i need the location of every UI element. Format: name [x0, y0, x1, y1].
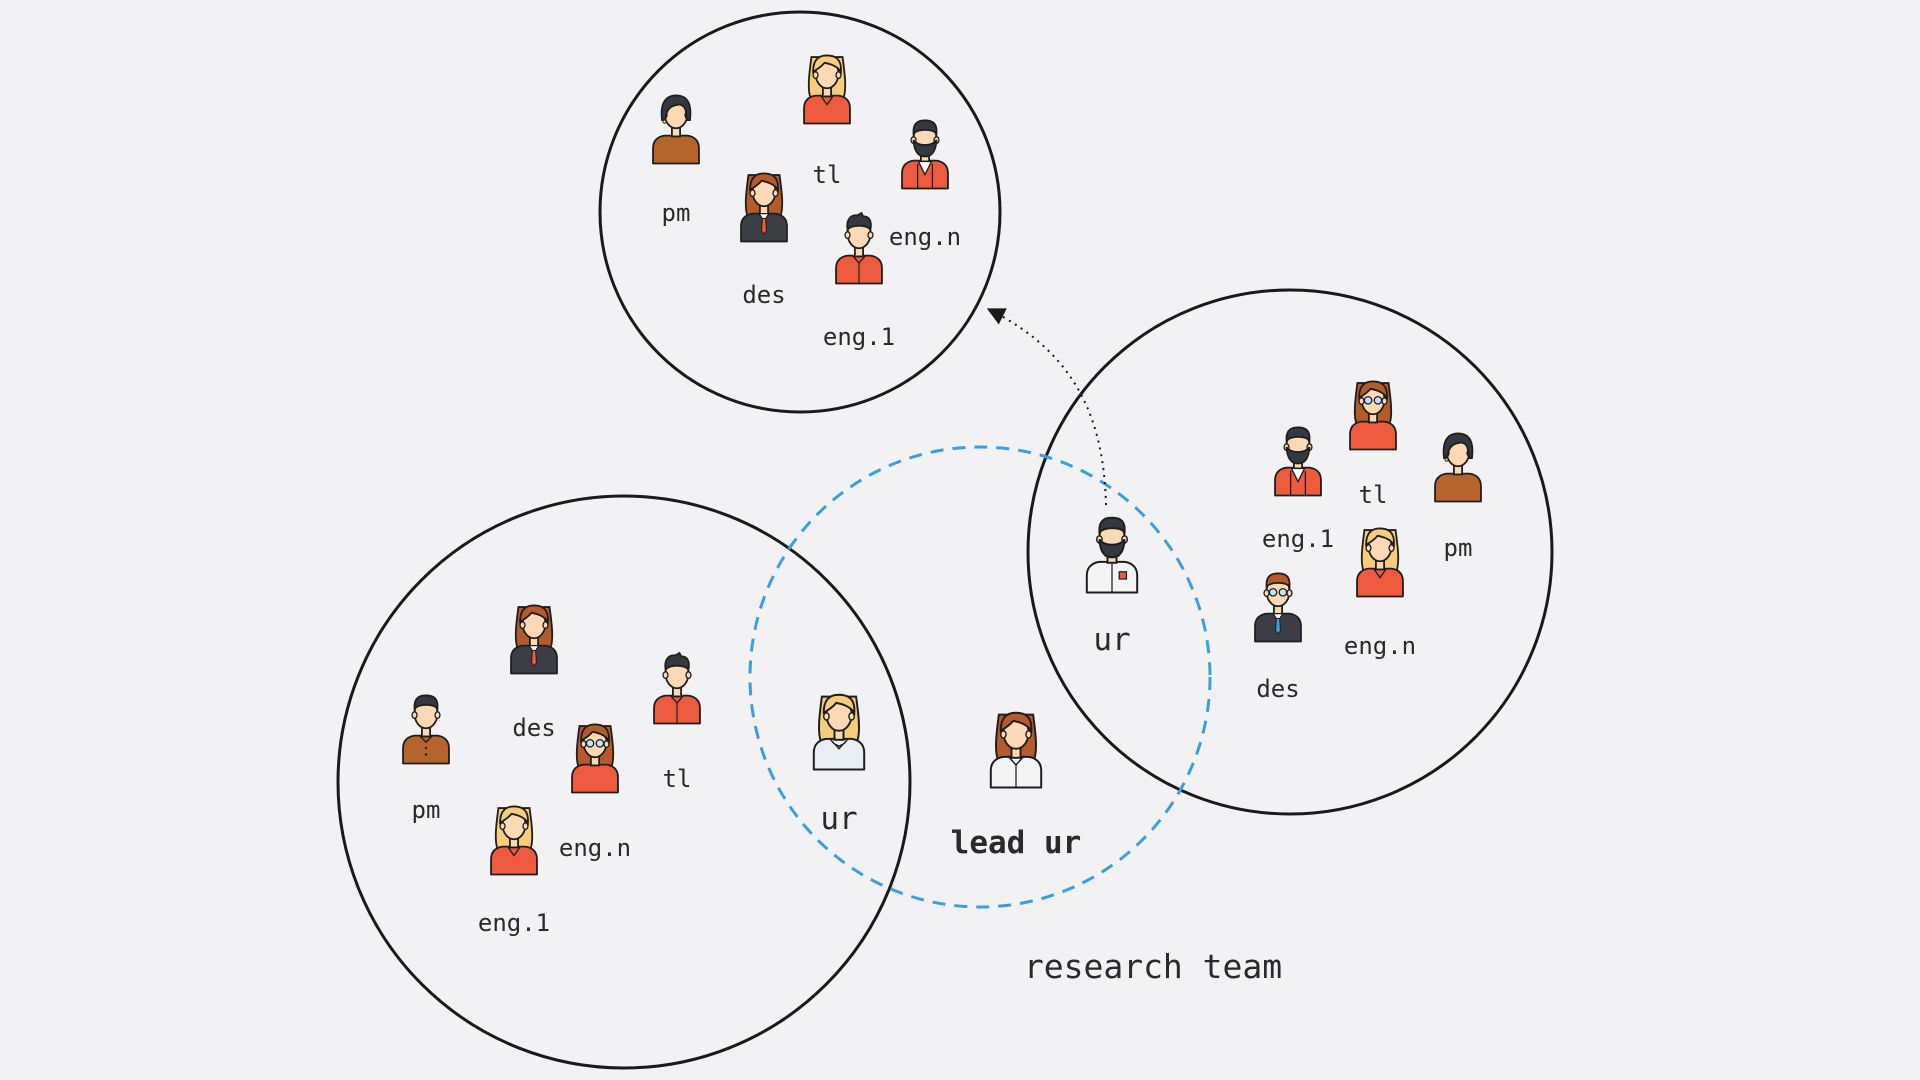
- team-circle-right: [1026, 288, 1554, 816]
- woman-blonde-blue-shirt-icon: [812, 693, 866, 771]
- member-role-label: eng.n: [559, 834, 631, 862]
- woman-glasses-icon: [1349, 380, 1397, 451]
- woman-dark-hair-icon: [1434, 432, 1482, 503]
- member-role-label: des: [1256, 675, 1299, 703]
- woman-blonde-icon: [803, 54, 851, 125]
- woman-blonde-icon: [490, 805, 538, 876]
- team-circle-left: [336, 494, 912, 1070]
- woman-glasses-icon: [571, 723, 619, 794]
- woman-suit-icon: [740, 172, 788, 243]
- member-role-label: eng.1: [478, 909, 550, 937]
- member-role-label: ur: [820, 801, 857, 837]
- man-red-shirt-icon: [835, 211, 883, 285]
- people-layer: pm tl des eng.n eng.1 eng.1 tl pm ur des eng.n des t…: [402, 54, 1482, 937]
- member-role-label: pm: [662, 199, 691, 227]
- team-circle-top: [598, 10, 1002, 414]
- man-bearded-hoodie-icon: [901, 119, 949, 190]
- member-role-label: tl: [1359, 481, 1388, 509]
- member-role-label: des: [512, 714, 555, 742]
- woman-blonde-icon: [1356, 527, 1404, 598]
- research-team-circle: [748, 445, 1212, 909]
- research-team-label: research team: [1024, 947, 1282, 986]
- man-brown-shirt-icon: [402, 694, 450, 765]
- member-role-label: ur: [1093, 622, 1130, 658]
- lead-role-label: lead ur: [951, 825, 1082, 861]
- member-role-label: pm: [1444, 534, 1473, 562]
- member-role-label: des: [742, 281, 785, 309]
- man-bearded-hoodie-icon: [1274, 426, 1322, 497]
- woman-brown-hair-white-shirt-icon: [989, 711, 1043, 789]
- man-bearded-white-shirt-icon: [1085, 516, 1139, 594]
- woman-dark-hair-icon: [652, 94, 700, 165]
- member-role-label: tl: [663, 765, 692, 793]
- member-role-label: eng.1: [823, 323, 895, 351]
- woman-suit-icon: [510, 604, 558, 675]
- member-role-label: eng.1: [1262, 525, 1334, 553]
- member-role-label: eng.n: [1344, 632, 1416, 660]
- move-arrow: [986, 308, 1107, 506]
- man-red-shirt-icon: [653, 651, 701, 725]
- member-role-label: pm: [412, 796, 441, 824]
- member-role-label: tl: [813, 161, 842, 189]
- man-glasses-suit-icon: [1254, 572, 1302, 643]
- member-role-label: eng.n: [889, 223, 961, 251]
